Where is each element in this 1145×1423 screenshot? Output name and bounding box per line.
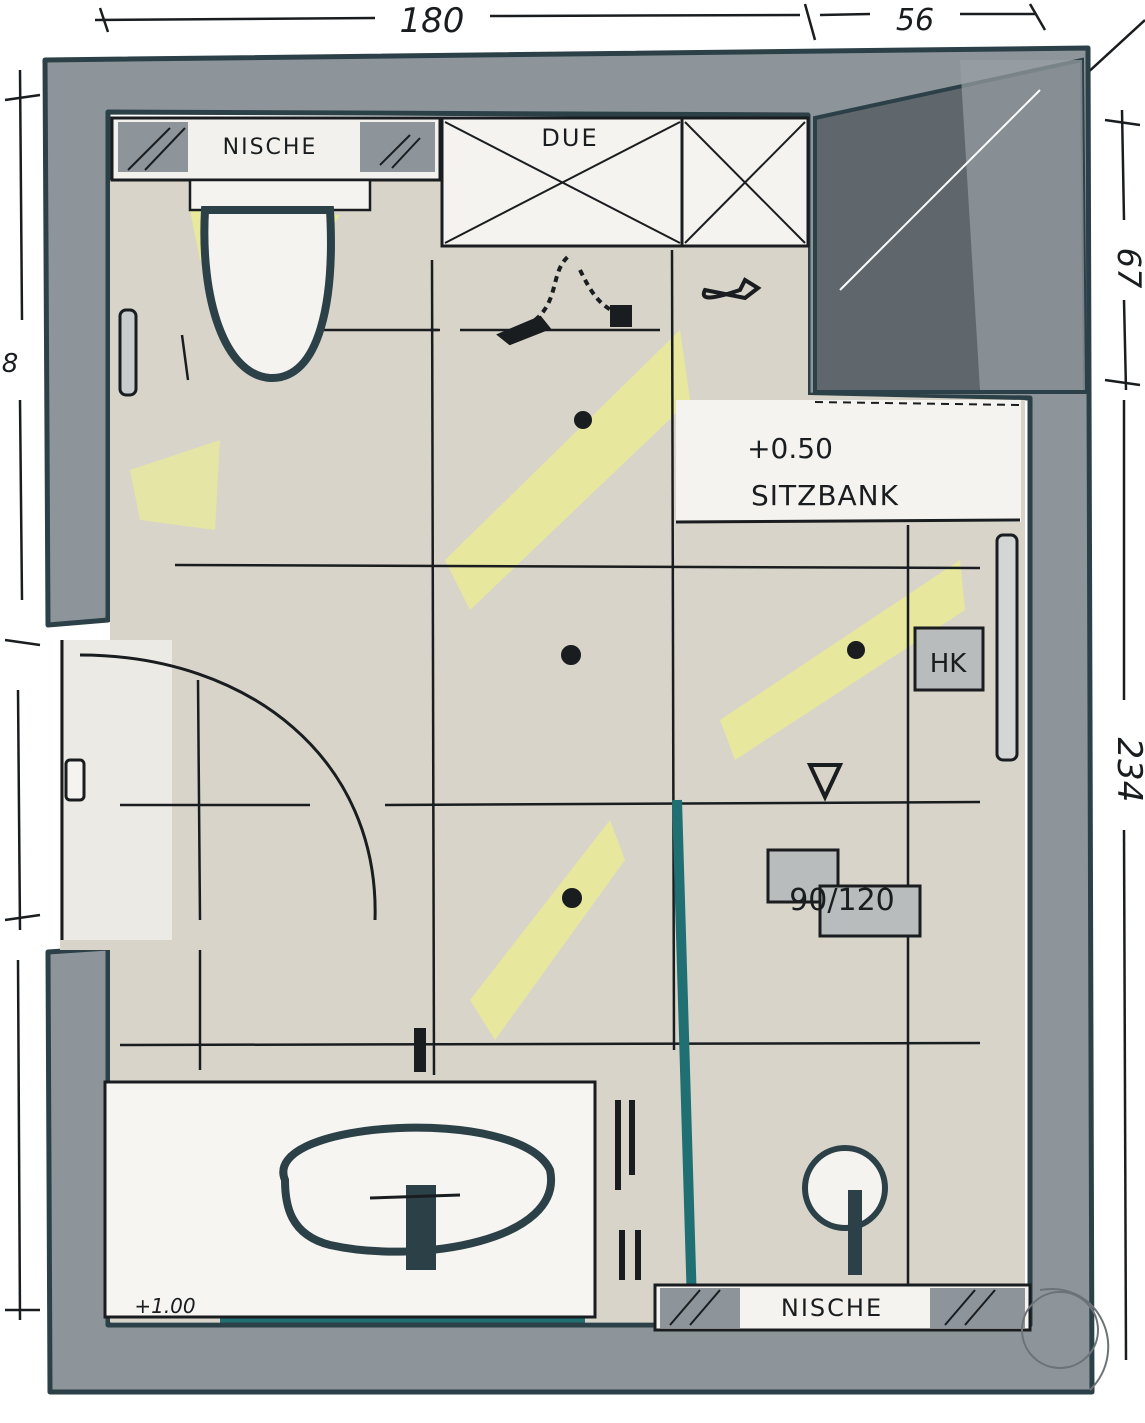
niche-bottom [653, 1283, 1032, 1332]
tile-grid [119, 249, 981, 1300]
niche-top-label: NISCHE [223, 135, 318, 160]
dimension-right-total: 234 [1109, 738, 1145, 803]
shower-tray-label: 90/120 [789, 883, 895, 918]
shower-tray-box [766, 848, 922, 938]
wall-fixtures-left [64, 308, 138, 802]
niche-top [110, 116, 442, 182]
corner-marks [1021, 1288, 1110, 1391]
seat-bench [675, 400, 1021, 524]
niche-bottom-label: NISCHE [781, 1294, 883, 1322]
dimension-top-main: 180 [400, 1, 465, 41]
dimension-top-right: 56 [896, 3, 934, 38]
shower-fixture-round [802, 1145, 888, 1275]
towel-radiator [913, 533, 1019, 762]
dimension-right-upper: 67 [1110, 248, 1145, 289]
bench-height-label: +0.50 [747, 432, 833, 465]
shower-fittings [414, 253, 865, 1072]
shower-box [440, 116, 810, 248]
bench-label: SITZBANK [751, 479, 899, 512]
towel-radiator-label: HK [930, 649, 968, 679]
vanity [103, 1080, 641, 1319]
shower-box-label: DUE [541, 124, 598, 152]
toilet [188, 178, 372, 383]
door-swing [60, 640, 377, 940]
dimension-left-mark: 8 [2, 349, 19, 379]
vanity-height-label: +1.00 [134, 1294, 195, 1318]
